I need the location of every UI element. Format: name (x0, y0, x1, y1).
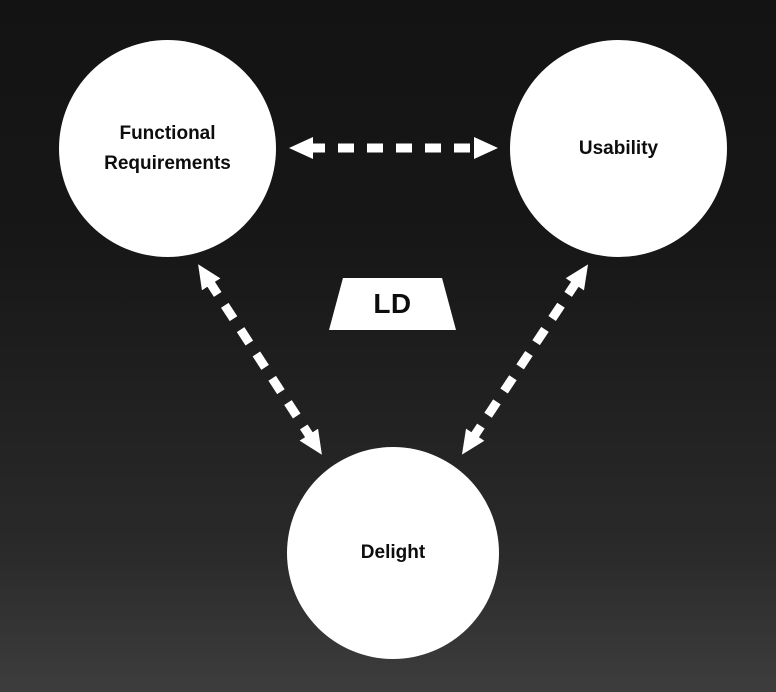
node-functional-requirements: Functional Requirements (59, 40, 276, 257)
node-usability: Usability (510, 40, 727, 257)
ld-label: LD (373, 288, 412, 319)
node-usability-label: Usability (578, 137, 659, 159)
node-delight: Delight (287, 447, 499, 659)
edge-usability-delight (461, 264, 589, 455)
node-delight-label: Delight (360, 542, 426, 564)
ld-trapezoid: LD (329, 278, 456, 330)
node-functional-requirements-label: Functional Requirements (104, 123, 231, 174)
edge-functional-delight (198, 264, 322, 455)
